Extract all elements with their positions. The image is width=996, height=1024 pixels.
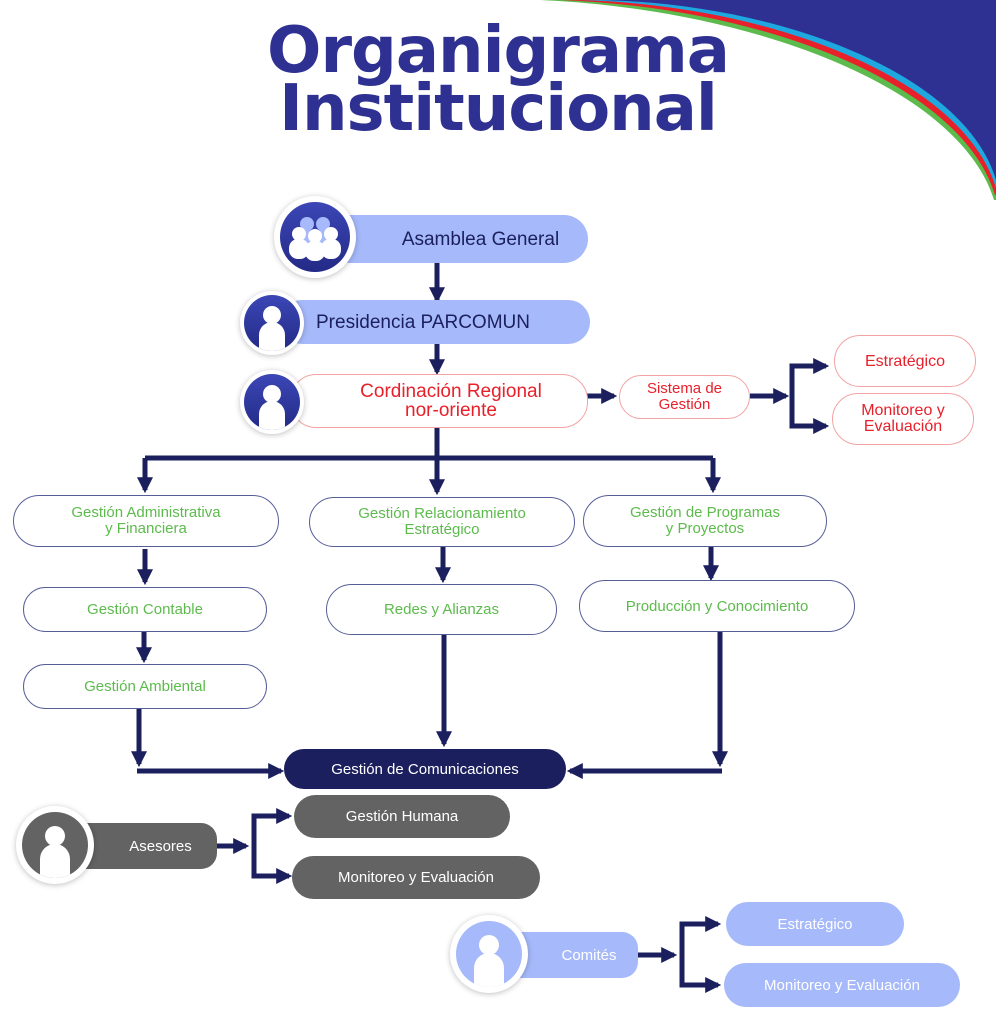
node-sistema-gestion: Sistema de Gestión (619, 375, 750, 419)
link-comites-estrategico (679, 915, 722, 985)
node-sg-monitoreo: Monitoreo y Evaluación (832, 393, 974, 445)
node-label: Gestión Contable (87, 601, 203, 618)
node-gestion-comunicaciones: Gestión de Comunicaciones (284, 749, 566, 789)
node-programas: Gestión de Programas y Proyectos (583, 495, 827, 547)
node-gestion-humana: Gestión Humana (294, 795, 510, 838)
node-relacionamiento: Gestión Relacionamiento Estratégico (309, 497, 575, 547)
node-label: Gestión Administrativa y Financiera (71, 504, 221, 537)
avatar-coordinacion (240, 370, 304, 434)
link-asesores-humana (251, 807, 293, 876)
node-label: Cordinación Regional nor-oriente (360, 381, 542, 421)
node-label: Gestión Ambiental (84, 678, 206, 695)
user-icon (259, 385, 285, 430)
node-label: Gestión Humana (345, 808, 459, 825)
link-comites-monitoreo (679, 955, 722, 994)
node-gestion-contable: Gestión Contable (23, 587, 267, 632)
node-comites-estrategico: Estratégico (726, 902, 904, 946)
node-label: Sistema de Gestión (646, 380, 723, 413)
node-label: Estratégico (864, 352, 946, 370)
avatar-presidencia (240, 291, 304, 355)
node-admin-financiera: Gestión Administrativa y Financiera (13, 495, 279, 547)
node-label: Presidencia PARCOMUN (316, 311, 530, 333)
title-line-2: Institucional (279, 72, 718, 146)
node-label: Estratégico (777, 915, 853, 933)
user-icon (259, 306, 285, 351)
node-label: Monitoreo y Evaluación (764, 976, 920, 994)
link-branch-sg-estrategico (789, 357, 830, 426)
node-presidencia: Presidencia PARCOMUN (280, 300, 590, 344)
title-line-1: Organigrama (267, 14, 730, 88)
node-label: Redes y Alianzas (383, 601, 500, 618)
node-asamblea-general: Asamblea General (318, 215, 588, 263)
node-asesores-monitoreo: Monitoreo y Evaluación (292, 856, 540, 899)
avatar-asamblea (274, 196, 356, 278)
group-icon (289, 217, 341, 261)
node-label: Gestión Relacionamiento Estratégico (358, 505, 526, 538)
node-label: Gestión de Programas y Proyectos (629, 504, 781, 537)
page-title: Organigrama Institucional (0, 14, 996, 146)
node-gestion-ambiental: Gestión Ambiental (23, 664, 267, 709)
node-label: Asamblea General (401, 228, 560, 250)
link-branch-sg-monitoreo (789, 396, 830, 435)
node-label: Asesores (129, 837, 192, 855)
user-icon (474, 935, 504, 987)
node-label: Gestión de Comunicaciones (331, 760, 519, 778)
node-label: Comités (561, 946, 617, 964)
node-label: Producción y Conocimiento (625, 597, 809, 615)
node-label: Monitoreo y Evaluación (861, 402, 945, 435)
link-asesores-monitoreo (251, 846, 293, 885)
node-redes-alianzas: Redes y Alianzas (326, 584, 557, 635)
node-produccion-conocimiento: Producción y Conocimiento (579, 580, 855, 632)
node-coordinacion-regional: Cordinación Regional nor-oriente (290, 374, 588, 428)
avatar-comites (450, 915, 528, 993)
node-comites: Comités (510, 932, 638, 978)
node-label: Monitoreo y Evaluación (338, 869, 494, 886)
user-icon (40, 826, 70, 878)
node-comites-monitoreo: Monitoreo y Evaluación (724, 963, 960, 1007)
node-asesores: Asesores (70, 823, 217, 869)
node-sg-estrategico: Estratégico (834, 335, 976, 387)
avatar-asesores (16, 806, 94, 884)
